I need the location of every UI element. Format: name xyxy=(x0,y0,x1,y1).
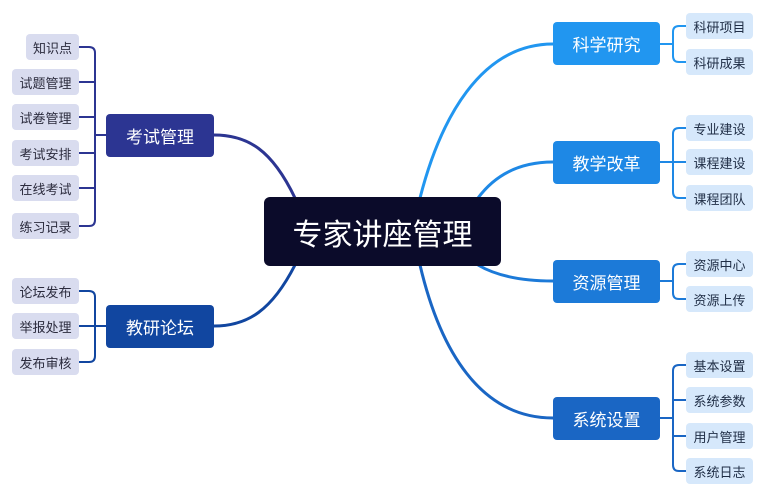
leaf-exam-6[interactable]: 练习记录 xyxy=(12,213,79,239)
leaf-label: 考试安排 xyxy=(19,147,72,163)
leaf-exam-5[interactable]: 在线考试 xyxy=(12,175,79,201)
leaf-forum-3[interactable]: 发布审核 xyxy=(12,349,79,375)
link-root-research xyxy=(418,42,554,199)
leaf-label: 科研项目 xyxy=(693,20,746,36)
bracket-exam xyxy=(79,46,106,227)
branch-research-label: 科学研究 xyxy=(572,36,641,56)
leaf-system-3[interactable]: 用户管理 xyxy=(686,423,753,449)
leaf-reform-3[interactable]: 课程团队 xyxy=(686,185,753,211)
leaf-exam-3[interactable]: 试卷管理 xyxy=(12,104,79,130)
leaf-resource-1[interactable]: 资源中心 xyxy=(686,251,753,277)
bracket-resource xyxy=(660,263,686,300)
link-root-exam xyxy=(213,133,297,199)
branch-system-label: 系统设置 xyxy=(572,411,641,431)
leaf-system-1[interactable]: 基本设置 xyxy=(686,352,753,378)
leaf-resource-2[interactable]: 资源上传 xyxy=(686,286,753,312)
leaf-label: 练习记录 xyxy=(19,220,72,236)
link-root-system xyxy=(418,264,554,420)
leaf-label: 系统参数 xyxy=(693,394,746,410)
leaf-label: 系统日志 xyxy=(693,465,746,481)
leaf-research-1[interactable]: 科研项目 xyxy=(686,13,753,39)
leaf-label: 资源上传 xyxy=(693,293,746,309)
leaf-label: 发布审核 xyxy=(19,356,72,372)
bracket-research xyxy=(660,25,686,63)
leaf-system-4[interactable]: 系统日志 xyxy=(686,458,753,484)
link-root-forum xyxy=(213,264,297,328)
branch-exam-label: 考试管理 xyxy=(126,128,194,148)
branch-exam[interactable]: 考试管理 xyxy=(106,114,214,157)
leaf-label: 课程建设 xyxy=(693,156,746,172)
leaf-exam-2[interactable]: 试题管理 xyxy=(12,69,79,95)
leaf-research-2[interactable]: 科研成果 xyxy=(686,49,753,75)
bracket-system xyxy=(660,364,686,472)
branch-reform[interactable]: 教学改革 xyxy=(553,141,660,184)
leaf-label: 知识点 xyxy=(32,41,72,57)
leaf-label: 基本设置 xyxy=(693,359,746,375)
leaf-system-2[interactable]: 系统参数 xyxy=(686,387,753,413)
link-root-resource xyxy=(477,263,554,283)
branch-reform-label: 教学改革 xyxy=(572,155,641,175)
leaf-reform-1[interactable]: 专业建设 xyxy=(686,115,753,141)
leaf-label: 用户管理 xyxy=(693,430,746,446)
leaf-label: 在线考试 xyxy=(19,182,72,198)
leaf-label: 课程团队 xyxy=(693,192,746,208)
link-root-reform xyxy=(476,160,554,199)
leaf-label: 试题管理 xyxy=(19,76,72,92)
leaf-label: 举报处理 xyxy=(19,320,72,336)
branch-system[interactable]: 系统设置 xyxy=(553,397,660,440)
bracket-forum xyxy=(79,290,106,363)
leaf-label: 科研成果 xyxy=(693,56,746,72)
leaf-forum-2[interactable]: 举报处理 xyxy=(12,313,79,339)
leaf-forum-1[interactable]: 论坛发布 xyxy=(12,278,79,304)
bracket-reform xyxy=(660,127,686,199)
branch-resource-label: 资源管理 xyxy=(572,274,641,294)
leaf-exam-1[interactable]: 知识点 xyxy=(26,34,79,60)
leaf-exam-4[interactable]: 考试安排 xyxy=(12,140,79,166)
leaf-reform-2[interactable]: 课程建设 xyxy=(686,149,753,175)
root-node[interactable]: 专家讲座管理 xyxy=(264,197,501,266)
leaf-label: 资源中心 xyxy=(693,258,746,274)
branch-forum-label: 教研论坛 xyxy=(126,319,194,339)
root-label: 专家讲座管理 xyxy=(292,217,473,253)
leaf-label: 试卷管理 xyxy=(19,111,72,127)
branch-resource[interactable]: 资源管理 xyxy=(553,260,660,303)
branch-research[interactable]: 科学研究 xyxy=(553,22,660,65)
branch-forum[interactable]: 教研论坛 xyxy=(106,305,214,348)
leaf-label: 专业建设 xyxy=(693,122,746,138)
leaf-label: 论坛发布 xyxy=(19,285,72,301)
